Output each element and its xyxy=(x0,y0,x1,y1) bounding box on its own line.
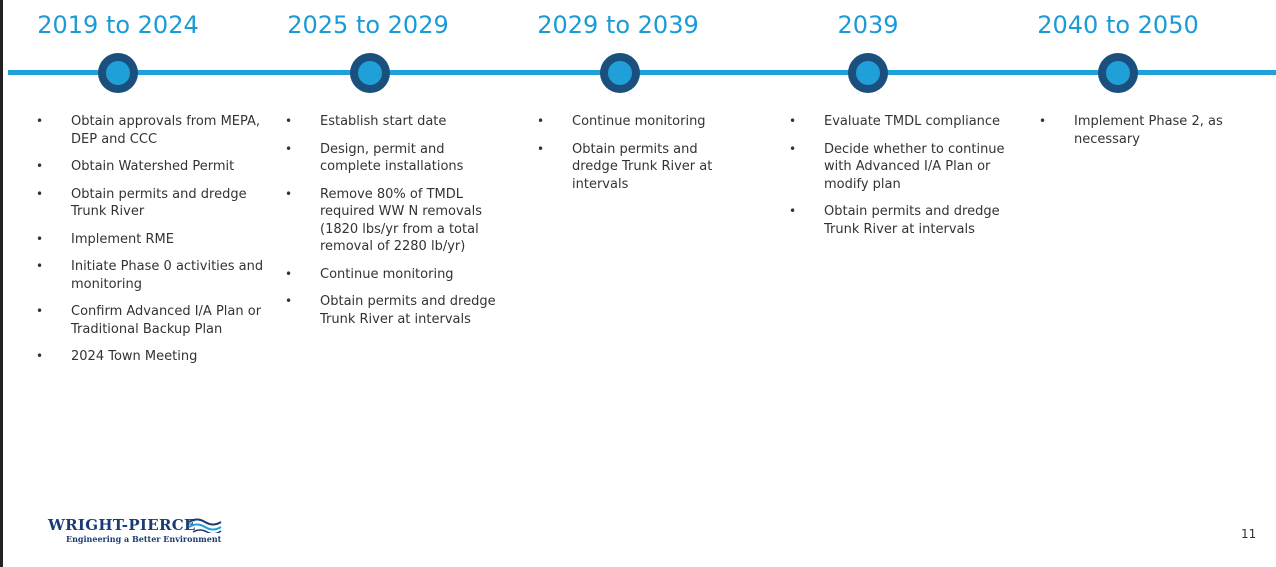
period-title: 2029 to 2039 xyxy=(537,11,699,39)
bullet-list: • Obtain approvals from MEPA, DEP and CCC… xyxy=(36,113,276,376)
list-item-text: Remove 80% of TMDL required WW N removal… xyxy=(320,186,483,255)
list-item: • Obtain permits and dredge Trunk River xyxy=(36,186,276,221)
list-item-text: Initiate Phase 0 activities and monitori… xyxy=(71,259,264,292)
bullet-icon: • xyxy=(36,159,44,173)
period-title: 2040 to 2050 xyxy=(1037,11,1199,39)
list-item: • Remove 80% of TMDL required WW N remova… xyxy=(285,186,505,256)
bullet-icon: • xyxy=(789,204,797,218)
list-item: • Obtain Watershed Permit xyxy=(36,158,276,176)
list-item-text: Obtain permits and dredge Trunk River at… xyxy=(320,294,496,327)
bullet-icon: • xyxy=(36,231,44,246)
logo-name: WRIGHT-PIERCE xyxy=(48,516,196,534)
list-item: • Establish start date xyxy=(285,113,505,131)
list-item-text: Decide whether to continue with Advanced… xyxy=(824,141,1005,192)
bullet-icon: • xyxy=(537,114,545,128)
list-item: • Design, permit and complete installatio… xyxy=(285,141,505,176)
timeline-marker-dot xyxy=(350,53,390,93)
page-number: 11 xyxy=(1241,527,1257,541)
list-item-text: Implement Phase 2, as necessary xyxy=(1074,114,1223,147)
list-item-text: Confirm Advanced I/A Plan or Traditional… xyxy=(71,304,262,337)
list-item-text: Implement RME xyxy=(71,231,174,247)
list-item-text: Continue monitoring xyxy=(320,266,454,282)
list-item: • Implement Phase 2, as necessary xyxy=(1039,113,1269,148)
left-border xyxy=(0,0,3,567)
period-title: 2019 to 2024 xyxy=(37,11,199,39)
list-item: • Obtain approvals from MEPA, DEP and CCC xyxy=(36,113,276,148)
timeline-marker-dot xyxy=(600,53,640,93)
period-title: 2025 to 2029 xyxy=(287,11,449,39)
list-item: • Obtain permits and dredge Trunk River a… xyxy=(789,203,1009,238)
bullet-list: • Continue monitoring • Obtain permits and… xyxy=(537,113,737,203)
list-item-text: Evaluate TMDL compliance xyxy=(824,114,1001,129)
bullet-icon: • xyxy=(36,114,44,128)
list-item-text: Obtain Watershed Permit xyxy=(71,159,235,174)
list-item: • Obtain permits and dredge Trunk River a… xyxy=(285,293,505,328)
list-item-text: Continue monitoring xyxy=(572,114,706,129)
bullet-icon: • xyxy=(537,141,545,156)
list-item: • Continue monitoring xyxy=(285,266,505,284)
list-item: • Decide whether to continue with Advance… xyxy=(789,141,1009,194)
bullet-icon: • xyxy=(36,186,44,201)
bullet-list: • Implement Phase 2, as necessary xyxy=(1039,113,1269,158)
waves-icon xyxy=(188,518,222,533)
list-item: • Implement RME xyxy=(36,231,276,249)
list-item: • Confirm Advanced I/A Plan or Traditiona… xyxy=(36,303,276,338)
bullet-icon: • xyxy=(36,349,44,363)
bullet-icon: • xyxy=(789,141,797,156)
list-item-text: 2024 Town Meeting xyxy=(71,349,198,364)
list-item-text: Obtain permits and dredge Trunk River at… xyxy=(572,141,713,192)
bullet-icon: • xyxy=(36,259,44,273)
list-item-text: Establish start date xyxy=(320,114,447,129)
timeline-line xyxy=(8,70,1276,75)
bullet-icon: • xyxy=(285,114,293,128)
bullet-icon: • xyxy=(285,186,293,201)
list-item: • Evaluate TMDL compliance xyxy=(789,113,1009,131)
timeline-marker-dot xyxy=(98,53,138,93)
list-item-text: Design, permit and complete installation… xyxy=(320,141,464,175)
bullet-list: • Establish start date • Design, permit an… xyxy=(285,113,505,338)
bullet-icon: • xyxy=(36,304,44,318)
list-item: • Continue monitoring xyxy=(537,113,737,131)
bullet-icon: • xyxy=(789,114,797,128)
timeline-marker-dot xyxy=(1098,53,1138,93)
bullet-icon: • xyxy=(285,294,293,308)
list-item-text: Obtain approvals from MEPA, DEP and CCC xyxy=(71,114,261,147)
company-logo: WRIGHT-PIERCE Engineering a Better Envir… xyxy=(48,516,248,546)
bullet-icon: • xyxy=(285,266,293,281)
list-item: • 2024 Town Meeting xyxy=(36,348,276,366)
list-item-text: Obtain permits and dredge Trunk River xyxy=(71,186,247,220)
bullet-icon: • xyxy=(285,141,293,156)
timeline-marker-dot xyxy=(848,53,888,93)
list-item: • Obtain permits and dredge Trunk River a… xyxy=(537,141,737,194)
bullet-list: • Evaluate TMDL compliance • Decide whethe… xyxy=(789,113,1009,248)
logo-tagline: Engineering a Better Environment xyxy=(66,534,222,544)
period-title: 2039 xyxy=(837,11,899,39)
list-item: • Initiate Phase 0 activities and monitor… xyxy=(36,258,276,293)
bullet-icon: • xyxy=(1039,114,1047,128)
list-item-text: Obtain permits and dredge Trunk River at… xyxy=(824,204,1000,237)
